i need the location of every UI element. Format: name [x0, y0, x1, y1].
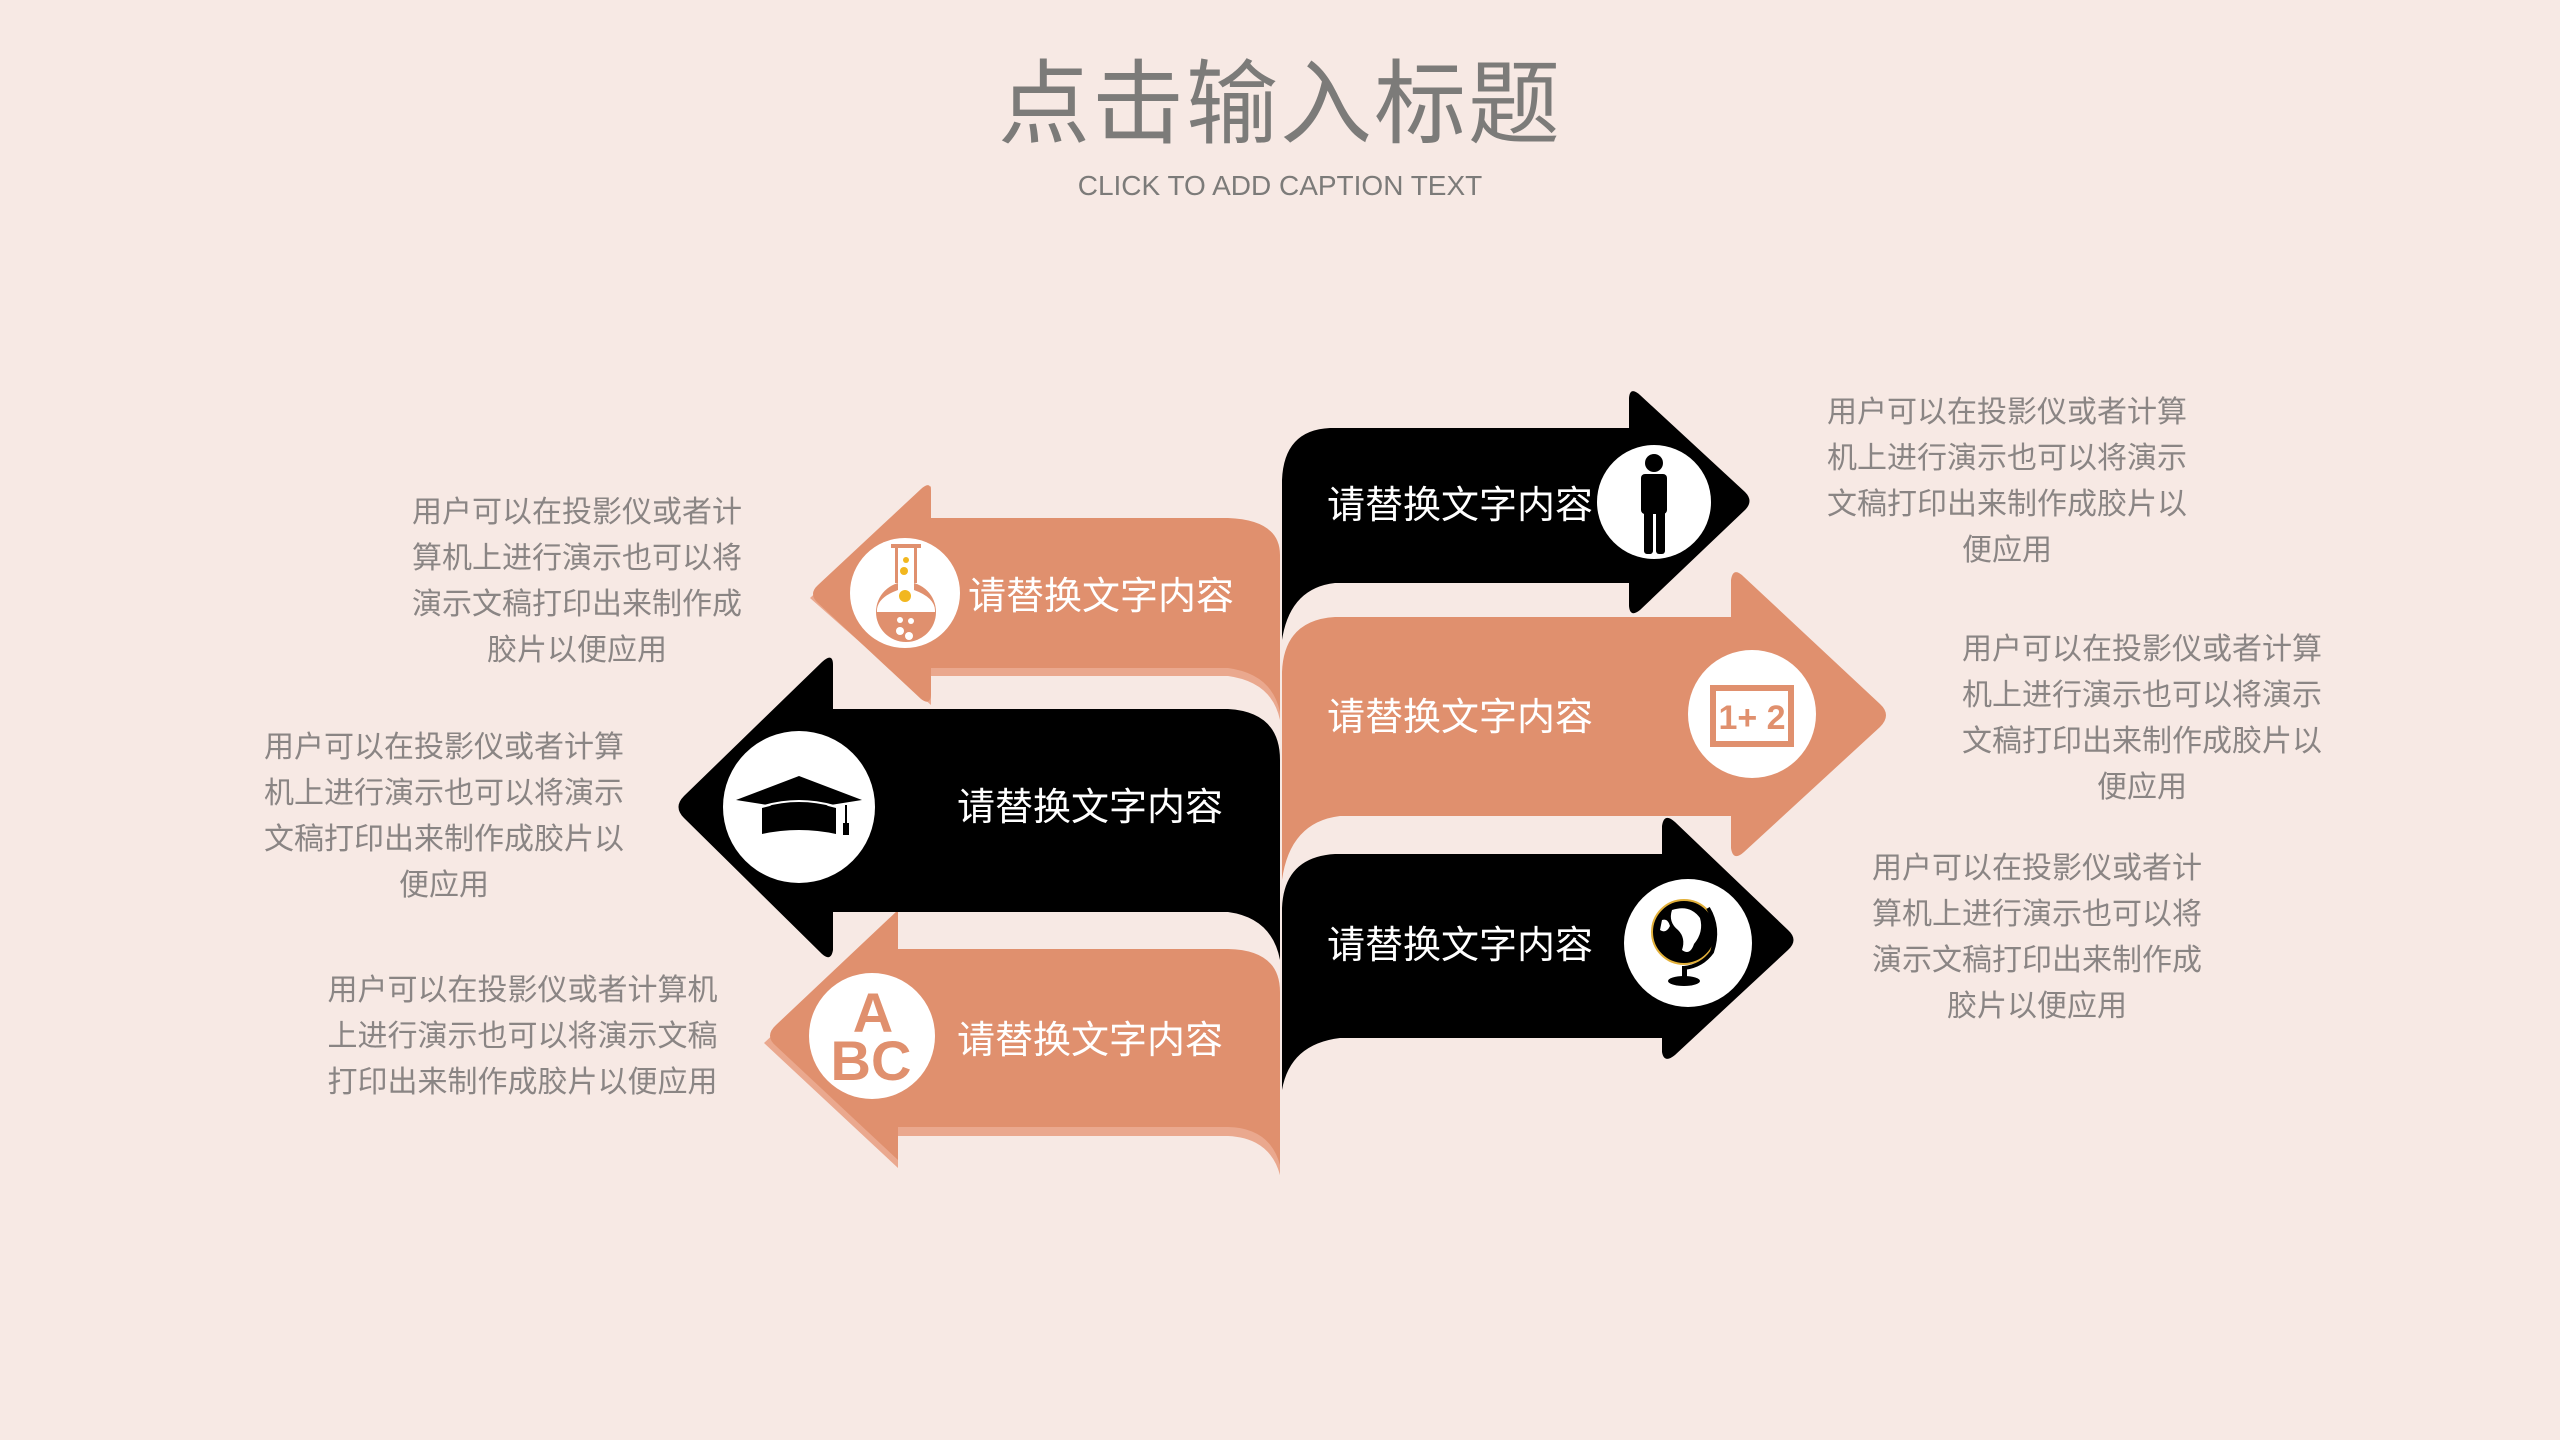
arrow-left-bottom-label[interactable]: 请替换文字内容 — [957, 1018, 1224, 1062]
arrow-right-top-label[interactable]: 请替换文字内容 — [1327, 483, 1594, 527]
description-left-middle[interactable]: 用户可以在投影仪或者计算 机上进行演示也可以将演示 文稿打印出来制作成胶片以 便… — [264, 730, 624, 903]
description-right-top[interactable]: 用户可以在投影仪或者计算 机上进行演示也可以将演示 文稿打印出来制作成胶片以 便… — [1827, 395, 2187, 568]
math-board-icon: 1+ 2 — [1710, 685, 1794, 747]
arrow-left-middle-label[interactable]: 请替换文字内容 — [957, 785, 1224, 829]
arrow-right-bottom-label[interactable]: 请替换文字内容 — [1327, 923, 1594, 967]
description-left-top[interactable]: 用户可以在投影仪或者计 算机上进行演示也可以将 演示文稿打印出来制作成 胶片以便… — [412, 495, 742, 668]
description-left-bottom[interactable]: 用户可以在投影仪或者计算机 上进行演示也可以将演示文稿 打印出来制作成胶片以便应… — [327, 973, 718, 1100]
abc-icon: A BC — [831, 981, 912, 1092]
graduation-cap-icon — [736, 776, 862, 835]
abc-icon-circle — [809, 973, 935, 1099]
description-right-bottom[interactable]: 用户可以在投影仪或者计 算机上进行演示也可以将 演示文稿打印出来制作成 胶片以便… — [1872, 851, 2202, 1024]
slide-title[interactable]: 点击输入标题 — [997, 51, 1562, 158]
flask-icon — [876, 544, 936, 642]
arrow-right-middle-label[interactable]: 请替换文字内容 — [1327, 695, 1594, 739]
globe-icon — [1651, 899, 1718, 986]
svg-text:A: A — [853, 981, 893, 1044]
svg-text:BC: BC — [831, 1029, 912, 1092]
person-icon — [1641, 454, 1667, 554]
description-right-middle[interactable]: 用户可以在投影仪或者计算 机上进行演示也可以将演示 文稿打印出来制作成胶片以 便… — [1962, 632, 2322, 805]
slide-subtitle[interactable]: CLICK TO ADD CAPTION TEXT — [1077, 170, 1483, 201]
svg-text:1+ 2: 1+ 2 — [1718, 699, 1785, 737]
arrow-left-top-label[interactable]: 请替换文字内容 — [968, 574, 1235, 618]
arrow-left-bottom[interactable] — [764, 910, 1280, 1175]
